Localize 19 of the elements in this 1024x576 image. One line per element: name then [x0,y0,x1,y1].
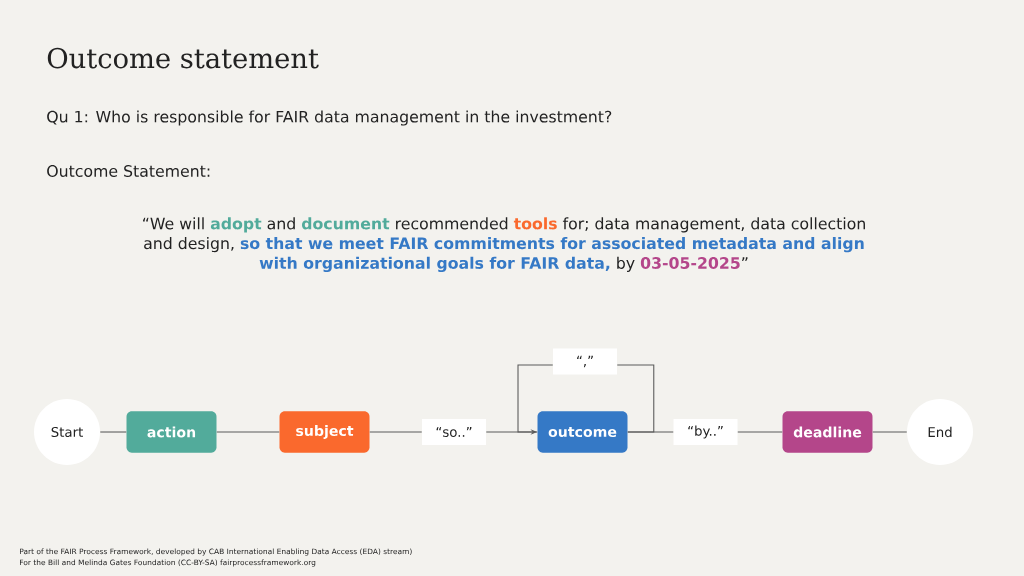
section-heading: Outcome Statement: [47,165,210,177]
connector-line [369,431,423,433]
quote-text: “We will adopt and document recommended tools for; data management, data collection and design, so that we meet FAIR commitments for associated metadata and align with organizational goals for FAIR data, by 03-05-2025” [143,217,865,273]
step-box: subject [279,411,370,453]
keyword-box: “by..” [673,419,738,445]
question-text: Qu 1: Who is responsible for FAIR data management in the investment? [47,110,612,126]
step-box: outcome [537,411,628,453]
connector-line [485,431,538,433]
connector-line [872,431,908,433]
connector-line [99,431,127,433]
keyword-box: “so..” [422,419,486,445]
connector-line [737,431,783,433]
slide-title: Outcome statement [47,47,319,69]
step-box: deadline [782,411,873,453]
loop-line [616,364,655,433]
connector-line [216,431,280,433]
keyword-box: “,” [553,348,617,375]
connector-line [627,431,674,433]
step-box: action [126,411,217,453]
